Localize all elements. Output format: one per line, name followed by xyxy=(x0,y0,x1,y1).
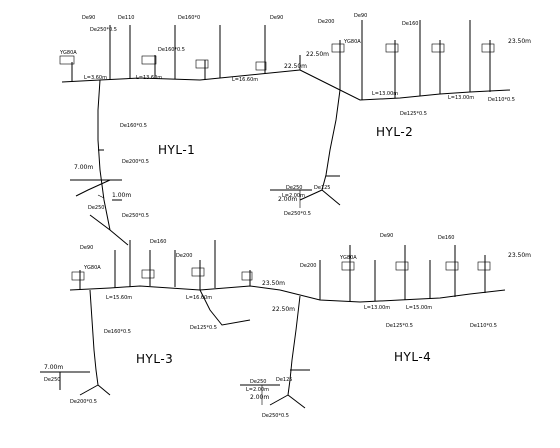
elevation-label: 22.50m xyxy=(272,306,296,313)
pipe-length: L=13.00m xyxy=(372,91,399,97)
hyl1-piping xyxy=(59,25,301,246)
pipe-length: L=16.60m xyxy=(232,77,259,83)
pipe-label: De250*0.5 xyxy=(284,211,311,217)
pipe-label: De90 xyxy=(82,15,96,21)
elevation-label: 23.50m xyxy=(262,280,286,287)
elevation-label: 7.00m xyxy=(44,364,64,371)
pipe-label: De200 xyxy=(300,263,317,269)
pipe-label: De90 xyxy=(80,245,94,251)
elevation-label: 2.00m xyxy=(250,394,270,401)
pipe-label: De160*0 xyxy=(178,15,201,21)
pipe-label: De110*0.5 xyxy=(488,97,515,103)
elevation-label: 22.50m xyxy=(306,51,330,58)
pipe-label: De160 xyxy=(402,21,419,27)
pipe-label: De200*0.5 xyxy=(70,399,97,405)
elevation-label: 2.00m xyxy=(278,196,298,203)
system-title-hyl4: HYL-4 xyxy=(394,350,432,364)
hyl4-piping xyxy=(240,245,506,409)
pipe-label: De90 xyxy=(270,15,284,21)
pipe-length: L=13.60m xyxy=(136,75,163,81)
pipe-label: De90 xyxy=(380,233,394,239)
pipe-length: L=2.00m xyxy=(282,193,305,199)
pipe-label: De250 xyxy=(250,379,267,385)
elevation-label: 23.50m xyxy=(508,38,532,45)
pipe-label: De160*0.5 xyxy=(120,123,147,129)
pipe-label: De160 xyxy=(150,239,167,245)
pipe-label: De110*0.5 xyxy=(470,323,497,329)
system-title-hyl2: HYL-2 xyxy=(376,125,414,139)
pipe-label: De110 xyxy=(118,15,135,21)
pipe-label: De200 xyxy=(176,253,193,259)
fixture-label: YG80A xyxy=(340,255,357,261)
pipe-label: De160*0.5 xyxy=(158,47,185,53)
fixture-label: YG80A xyxy=(60,50,77,56)
pipe-label: De200 xyxy=(318,19,335,25)
pipe-label: De125 xyxy=(314,185,331,191)
hyl3-piping xyxy=(40,240,281,396)
pipe-label: De90 xyxy=(354,13,368,19)
pipe-label: De125*0.5 xyxy=(386,323,413,329)
pipe-label: De125*0.5 xyxy=(400,111,427,117)
pipe-label: De250 xyxy=(88,205,105,211)
elevation-label: 7.00m xyxy=(74,164,94,171)
pipe-length: L=15.00m xyxy=(406,305,433,311)
system-title-hyl1: HYL-1 xyxy=(158,143,196,157)
elevation-label: 1.00m xyxy=(112,192,132,199)
pipe-label: De250*0.5 xyxy=(90,27,117,33)
elevation-label: 23.50m xyxy=(508,252,532,259)
pipe-label: De250 xyxy=(286,185,303,191)
system-title-hyl3: HYL-3 xyxy=(136,352,174,366)
pipe-length: L=13.00m xyxy=(448,95,475,101)
pipe-length: L=15.60m xyxy=(106,295,133,301)
pipe-label: De250 xyxy=(44,377,61,383)
pipe-label: De200*0.5 xyxy=(122,159,149,165)
pipe-label: De160 xyxy=(438,235,455,241)
pipe-label: De125 xyxy=(276,377,293,383)
pipe-length: L=16.60m xyxy=(186,295,213,301)
pipe-label: De250*0.5 xyxy=(262,413,289,419)
fixture-label: YG80A xyxy=(344,39,361,45)
elevation-label: 22.50m xyxy=(284,63,308,70)
pipe-label: De250*0.5 xyxy=(122,213,149,219)
pipe-length: L=13.00m xyxy=(364,305,391,311)
pipe-length: L=3.60m xyxy=(84,75,107,81)
pipe-label: De160*0.5 xyxy=(104,329,131,335)
pipe-length: L=2.00m xyxy=(246,387,269,393)
pipe-label: De125*0.5 xyxy=(190,325,217,331)
hyl2-piping xyxy=(270,20,511,208)
fixture-label: YG80A xyxy=(84,265,101,271)
